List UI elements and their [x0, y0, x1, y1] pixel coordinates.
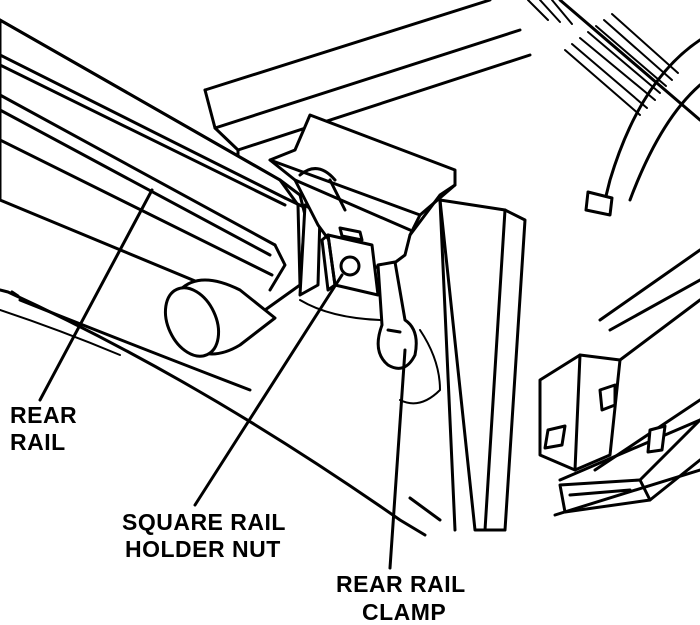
rear-rail: [0, 20, 320, 310]
label-square-rail-holder-nut-line2: HOLDER NUT: [125, 536, 281, 562]
label-square-rail-holder-nut: SQUARE RAIL HOLDER NUT: [122, 509, 286, 562]
label-rear-rail-clamp: REAR RAIL CLAMP: [336, 571, 466, 625]
label-rear-rail-line2: RAIL: [10, 429, 66, 455]
motor-housing: [528, 0, 700, 215]
carriage: [540, 250, 700, 515]
leader-rear-rail-clamp: [390, 350, 405, 568]
label-rear-rail: REAR RAIL: [10, 402, 77, 455]
side-panel: [440, 200, 525, 530]
label-rear-rail-clamp-line2: CLAMP: [362, 599, 446, 625]
label-square-rail-holder-nut-line1: SQUARE RAIL: [122, 509, 286, 535]
label-rear-rail-clamp-line1: REAR RAIL: [336, 571, 466, 597]
label-rear-rail-line1: REAR: [10, 402, 77, 428]
